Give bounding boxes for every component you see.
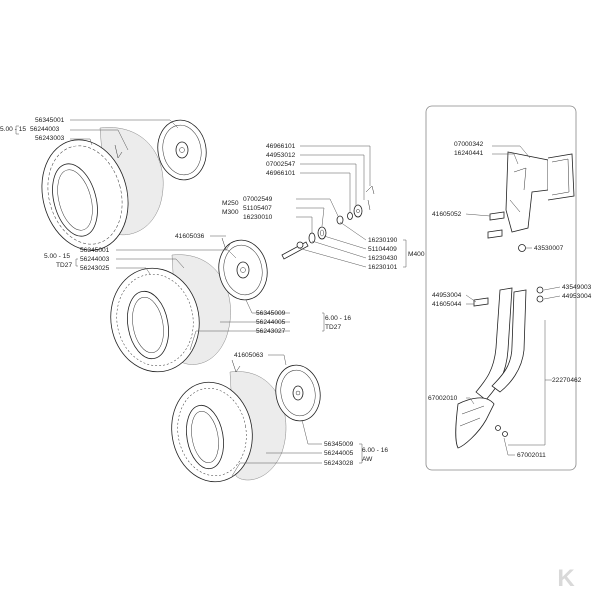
rim-2 (218, 239, 268, 301)
label-d6: M300 (222, 209, 239, 216)
leader-lines (15, 119, 561, 477)
tyre-1 (41, 139, 129, 251)
label-e3: 16230430 (368, 255, 398, 262)
label-d4: 46966101 (266, 170, 296, 177)
label-p4: 43530007 (534, 245, 564, 252)
label-f4: TD27 (325, 324, 341, 331)
tyre-2 (110, 267, 200, 373)
part-number-labels: 56345001 5.00 - 15 56244003 56243003 416… (0, 117, 592, 467)
furrower-assembly (455, 151, 575, 449)
label-b1: 41605036 (175, 233, 205, 240)
label-d8: 51105407 (243, 205, 272, 212)
label-e2: 51104409 (368, 246, 397, 253)
label-d7: 07002549 (243, 196, 273, 203)
label-d3: 07002547 (266, 161, 296, 168)
label-a4: 56243003 (35, 135, 65, 142)
tyre-3 (171, 381, 253, 483)
label-d1: 46966101 (266, 143, 296, 150)
label-h4: AW (362, 456, 373, 463)
brand-logo-mark: K (557, 565, 575, 592)
label-p5: 43549003 (562, 284, 592, 291)
wheel-assembly-3 (171, 359, 321, 483)
label-g1: 41605063 (234, 352, 264, 359)
label-p11: 67002011 (517, 452, 546, 459)
axle-hub-parts (281, 185, 375, 260)
label-f2: 6.00 - 16 (325, 315, 351, 322)
label-h1: 56345009 (324, 441, 354, 448)
label-e1: 16230190 (368, 237, 398, 244)
label-p9: 22270462 (552, 377, 582, 384)
label-f1: 56345009 (256, 310, 286, 317)
detail-panel (425, 105, 577, 471)
label-h2: 6.00 - 16 (362, 447, 388, 454)
rim-1 (157, 119, 207, 181)
label-p1: 07000342 (454, 141, 484, 148)
label-f5: 56243027 (256, 328, 286, 335)
label-c5: 56243025 (80, 265, 110, 272)
wheel-assembly-1 (41, 119, 207, 251)
label-p3: 41605052 (432, 211, 462, 218)
label-f3: 56244005 (256, 319, 286, 326)
label-a2: 5.00 - 15 (0, 126, 26, 133)
label-h5: 56243028 (324, 460, 354, 467)
label-c3: 56345001 (80, 247, 110, 254)
label-a3: 56244003 (30, 126, 60, 133)
label-p10: 67002010 (428, 395, 458, 402)
label-c4: 56244003 (80, 256, 110, 263)
label-p2: 16240441 (454, 150, 484, 157)
label-c2: TD27 (56, 262, 72, 269)
label-e4: 16230101 (368, 264, 398, 271)
wheel-assembly-2 (110, 237, 268, 373)
label-a1: 56345001 (35, 117, 65, 124)
label-e5: M400 (408, 251, 425, 258)
brand-logo: K (557, 565, 575, 592)
label-d9: 16230010 (243, 214, 273, 221)
label-h3: 56244005 (324, 450, 354, 457)
rim-3 (275, 364, 321, 422)
label-p8: 41605044 (432, 301, 462, 308)
label-p6: 44953004 (432, 292, 462, 299)
label-d5: M250 (222, 200, 239, 207)
label-c1: 5.00 - 15 (44, 253, 70, 260)
label-p7: 44953004 (562, 293, 592, 300)
label-d2: 44953012 (266, 152, 296, 159)
